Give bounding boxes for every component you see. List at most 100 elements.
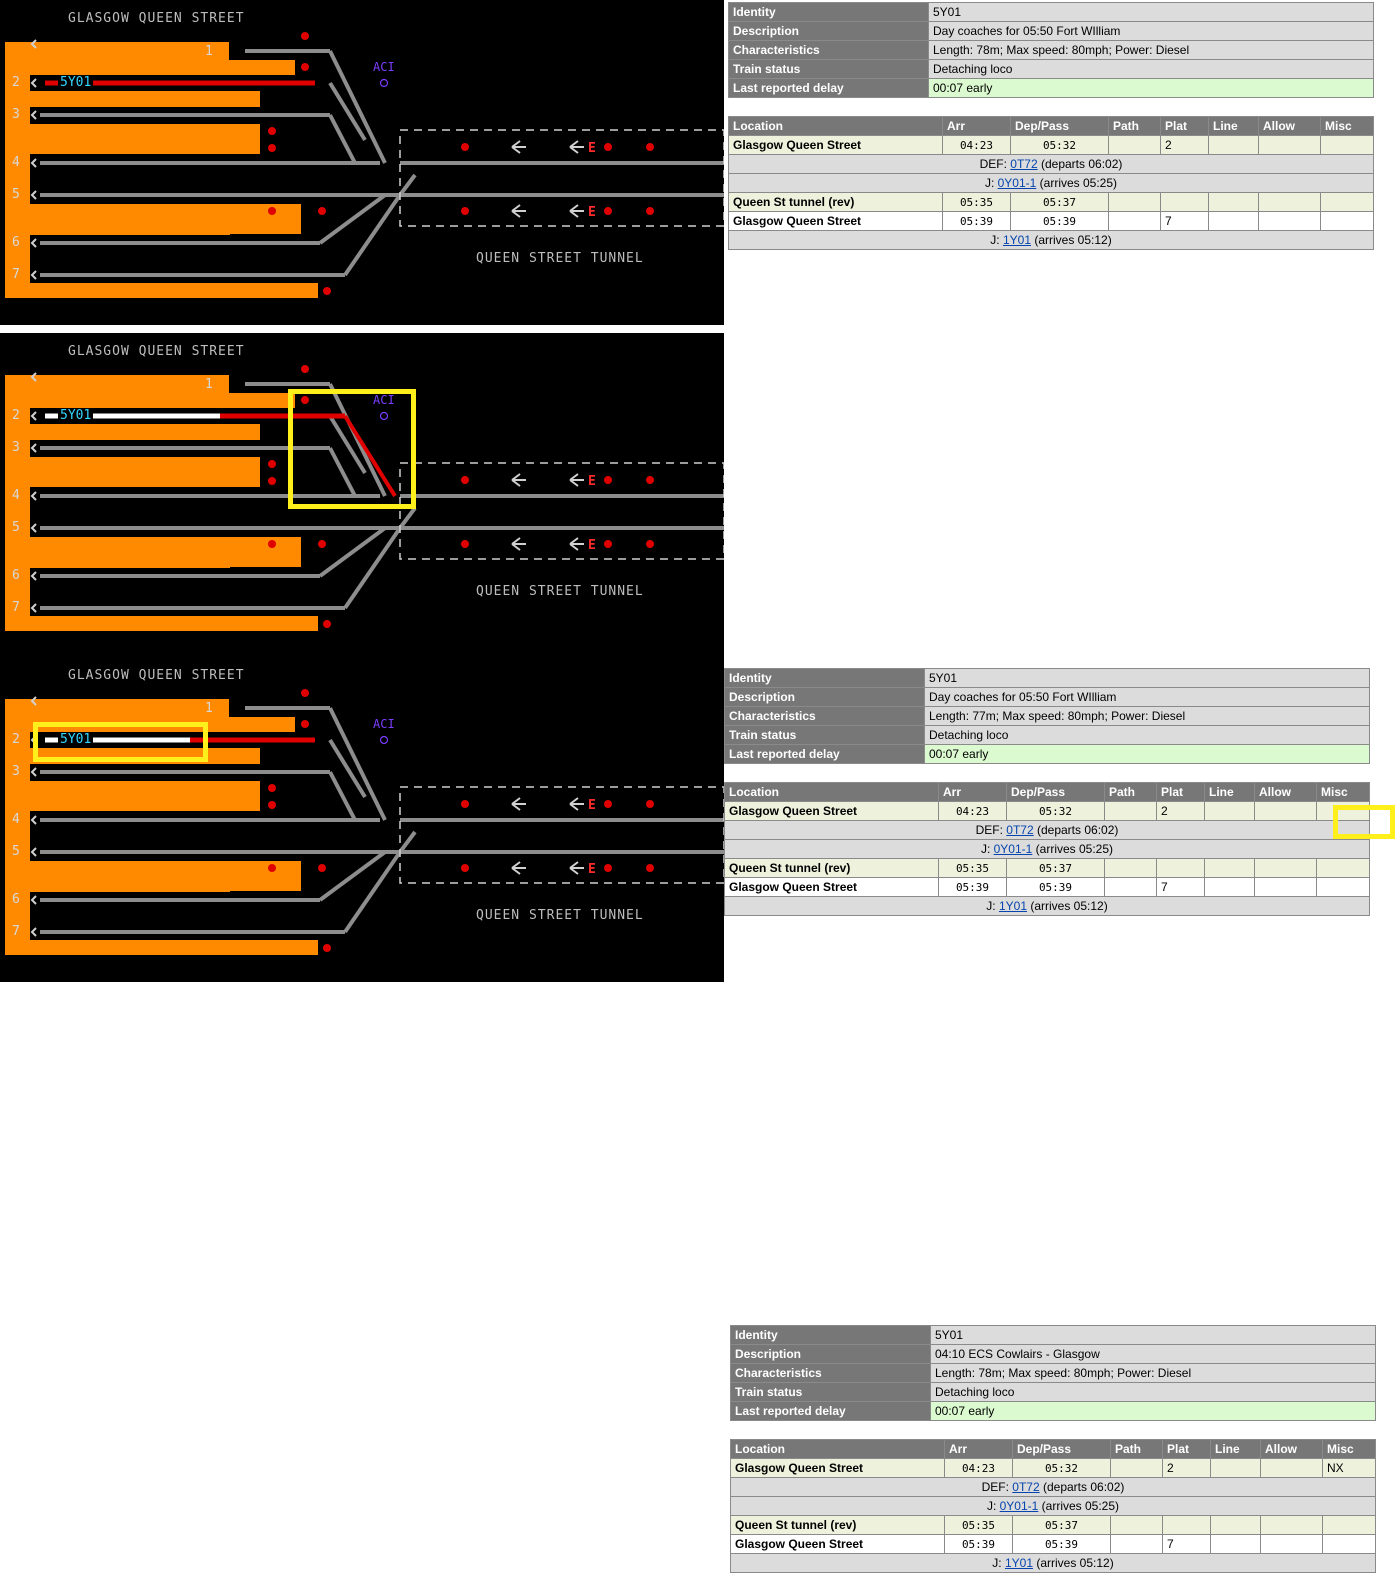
signal-icon — [318, 540, 326, 548]
row-path — [1108, 211, 1161, 231]
join-suffix: (arrives 05:12) — [1031, 233, 1112, 247]
row-arr: 05:35 — [944, 1515, 1013, 1535]
last-delay-value: 00:07 early — [930, 1401, 1376, 1421]
characteristics-value: Length: 78m; Max speed: 80mph; Power: Di… — [928, 40, 1374, 60]
direction-arrow-icon — [511, 537, 526, 551]
description-label: Description — [724, 687, 925, 707]
join-link[interactable]: 1Y01 — [1004, 1556, 1033, 1570]
row-arr: 05:39 — [944, 1534, 1013, 1554]
join-link[interactable]: 0Y01-1 — [997, 176, 1037, 190]
characteristics-value: Length: 78m; Max speed: 80mph; Power: Di… — [930, 1363, 1376, 1383]
platform-block — [5, 473, 30, 615]
def-link[interactable]: 0T72 — [1010, 157, 1038, 171]
col-misc: Misc — [1320, 116, 1374, 136]
col-location: Location — [724, 782, 939, 802]
buffer-stop-icon — [30, 372, 37, 382]
train-headcode[interactable]: 5Y01 — [58, 75, 94, 90]
join-note-2: J: 1Y01 (arrives 05:12) — [728, 230, 1374, 250]
train-status-label: Train status — [730, 1382, 931, 1402]
row-dep: 05:39 — [1012, 1534, 1111, 1554]
signal-icon — [604, 207, 612, 215]
row-line — [1208, 211, 1259, 231]
platform-6-number: 6 — [12, 568, 20, 583]
def-link[interactable]: 0T72 — [1006, 823, 1034, 837]
def-link[interactable]: 0T72 — [1012, 1480, 1040, 1494]
platform-5-number: 5 — [12, 520, 20, 535]
platform-5-number: 5 — [12, 844, 20, 859]
def-prefix: DEF: — [975, 823, 1007, 837]
direction-arrow-icon — [569, 797, 584, 811]
direction-arrow-icon — [511, 204, 526, 218]
crossover — [328, 414, 367, 475]
row-misc — [1316, 877, 1370, 897]
col-line: Line — [1204, 782, 1255, 802]
col-location: Location — [730, 1439, 945, 1459]
platform-3-number: 3 — [12, 107, 20, 122]
platform-4-number: 4 — [12, 155, 20, 170]
join-link[interactable]: 1Y01 — [1002, 233, 1031, 247]
table-row: Glasgow Queen Street 04:23 05:32 2 — [728, 135, 1374, 155]
buffer-stop-icon — [30, 895, 37, 905]
platform-1-number: 1 — [205, 377, 213, 392]
join-link[interactable]: 0Y01-1 — [999, 1499, 1039, 1513]
row-arr: 05:39 — [942, 211, 1011, 231]
buffer-stop-icon — [30, 238, 37, 248]
row-arr: 04:23 — [942, 135, 1011, 155]
buffer-stop-icon — [30, 927, 37, 937]
buffer-stop-icon — [30, 847, 37, 857]
signal-icon — [268, 477, 276, 485]
platform-block — [5, 615, 318, 631]
signal-icon — [461, 800, 469, 808]
signal-icon — [318, 207, 326, 215]
platform-block — [5, 781, 260, 811]
signal-icon — [604, 800, 612, 808]
crossover — [398, 830, 417, 854]
row-dep: 05:32 — [1006, 801, 1105, 821]
col-misc: Misc — [1316, 782, 1370, 802]
row-dep: 05:37 — [1012, 1515, 1111, 1535]
signal-icon — [268, 784, 276, 792]
crossover — [398, 173, 417, 197]
platform-7-number: 7 — [12, 267, 20, 282]
row-allow — [1258, 192, 1321, 212]
station-title: GLASGOW QUEEN STREET — [68, 668, 245, 683]
row-location: Queen St tunnel (rev) — [730, 1515, 945, 1535]
tunnel-marker-icon: E — [588, 798, 596, 813]
characteristics-label: Characteristics — [728, 40, 929, 60]
row-location: Queen St tunnel (rev) — [728, 192, 943, 212]
table-row: Glasgow Queen Street 05:39 05:39 7 — [728, 211, 1374, 231]
identity-label: Identity — [728, 2, 929, 22]
row-misc — [1320, 135, 1374, 155]
last-delay-value: 00:07 early — [924, 744, 1370, 764]
crossover — [328, 50, 387, 164]
aci-icon — [379, 735, 389, 745]
join-note: J: 0Y01-1 (arrives 05:25) — [728, 173, 1374, 193]
direction-arrow-icon — [569, 473, 584, 487]
buffer-stop-icon — [30, 110, 37, 120]
row-plat — [1156, 858, 1205, 878]
col-line: Line — [1208, 116, 1259, 136]
row-arr: 04:23 — [944, 1458, 1013, 1478]
track-layout: EE — [5, 365, 724, 631]
row-plat — [1160, 192, 1209, 212]
direction-arrow-icon — [511, 473, 526, 487]
row-plat: 2 — [1162, 1458, 1211, 1478]
last-delay-label: Last reported delay — [724, 744, 925, 764]
row-path — [1108, 192, 1161, 212]
row-dep: 05:37 — [1010, 192, 1109, 212]
crossover — [318, 193, 387, 245]
join-link[interactable]: 1Y01 — [998, 899, 1027, 913]
col-arr: Arr — [944, 1439, 1013, 1459]
train-headcode[interactable]: 5Y01 — [58, 732, 94, 747]
row-line — [1208, 135, 1259, 155]
join-link[interactable]: 0Y01-1 — [993, 842, 1033, 856]
crossover — [328, 383, 387, 497]
row-allow — [1260, 1534, 1323, 1554]
identity-label: Identity — [730, 1325, 931, 1345]
table-row: Queen St tunnel (rev) 05:35 05:37 — [728, 192, 1374, 212]
row-line — [1204, 801, 1255, 821]
train-headcode[interactable]: 5Y01 — [58, 408, 94, 423]
